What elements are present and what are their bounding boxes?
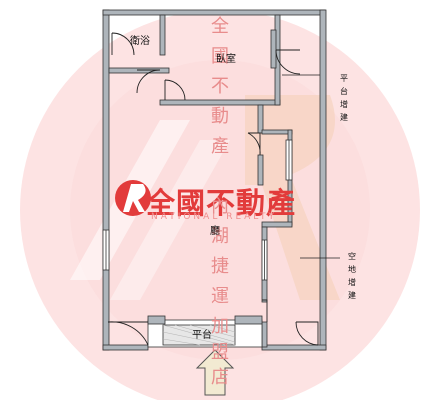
watermark-char: 盟 [211,342,229,363]
watermark-char: 不 [211,76,229,97]
bathroom-walls [108,14,170,74]
watermark-char: 運 [211,286,229,307]
platform-addition-note: 平台增建 [340,74,348,122]
bathroom-label: 衛浴 [130,36,150,47]
watermark-stripe [110,140,230,300]
watermark-char: 內 [211,196,229,217]
balcony-door-left [107,321,149,346]
balcony [147,315,263,348]
bedroom-label: 臥室 [216,54,236,65]
living-room-label: 廳 [210,226,220,237]
balcony-label: 平台 [192,330,212,341]
brand-sub: NATIONAL REALTY [151,212,278,222]
bathroom-door-2 [136,69,161,94]
watermark-char: 全 [211,16,229,37]
corridor-door [247,132,261,156]
door-swings [107,32,319,346]
bedroom-walls [159,14,281,106]
watermark-char: 動 [211,106,229,127]
watermark-char: 捷 [211,256,229,277]
brand-logo-icon [115,180,151,216]
watermark-char: 湖 [211,226,229,247]
entry-door [295,321,319,346]
bedroom-door [164,79,186,101]
bathroom-door [111,32,135,56]
watermark-r-shape [245,95,340,300]
vacant-addition-note: 空地增建 [348,252,356,300]
outer-walls [102,9,327,351]
watermark-char: 店 [211,367,229,388]
watermark-char: 國 [211,46,229,67]
windows [102,139,293,281]
watermark-char: 加 [211,316,229,337]
brand-name: 全國不動產 [146,186,297,220]
platform-door [275,49,301,75]
leader-lines [282,74,340,259]
balcony-door-right [262,299,268,322]
watermark-char: 產 [211,136,229,157]
entrance-arrow [195,349,235,396]
